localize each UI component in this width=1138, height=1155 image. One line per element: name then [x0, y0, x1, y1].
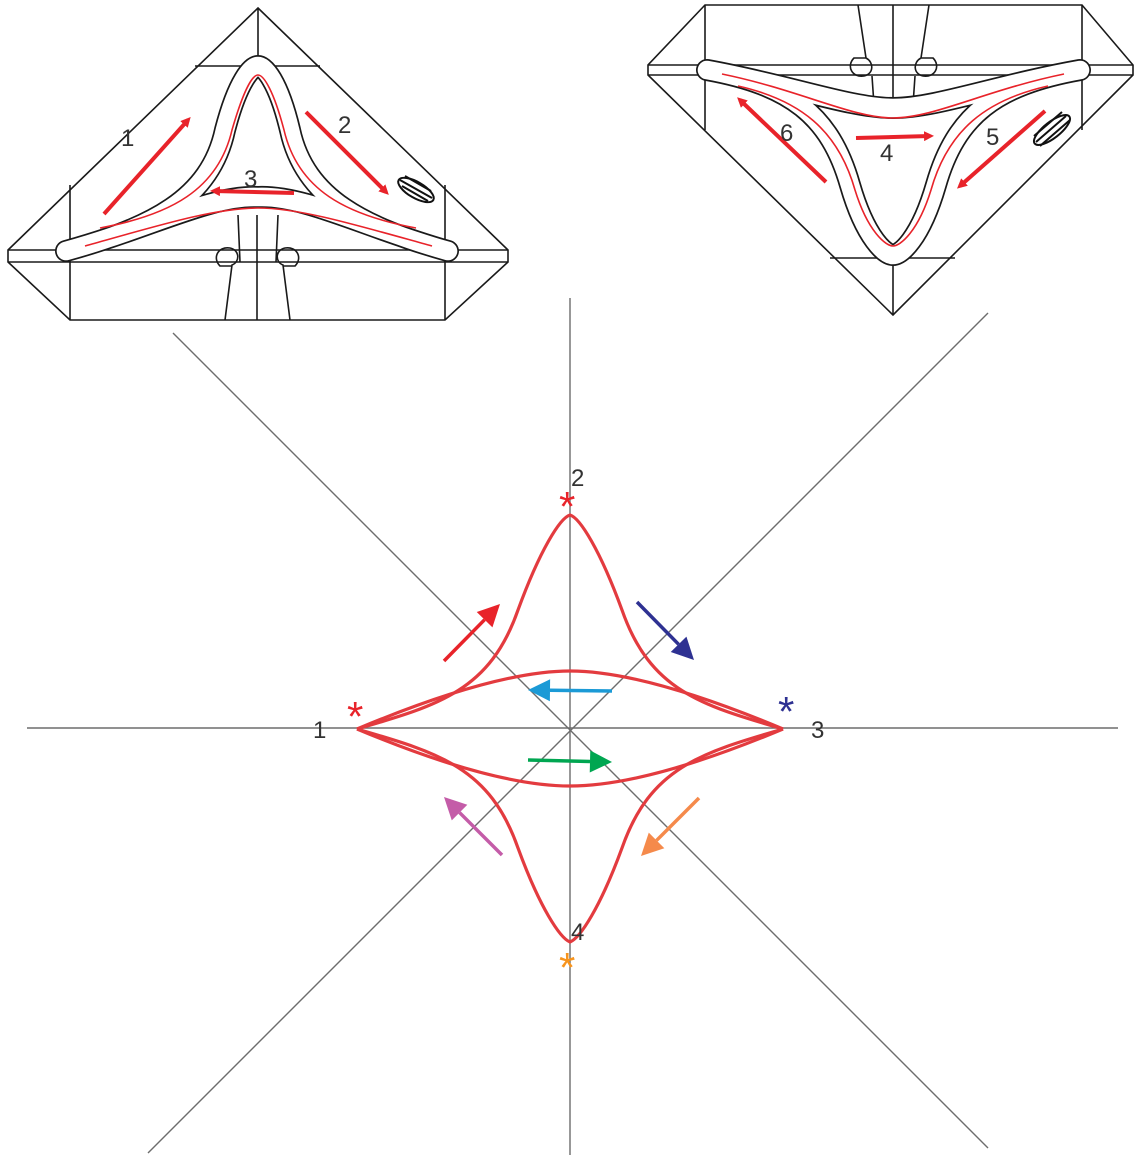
step-arrow	[210, 186, 295, 197]
star-marker-4: *	[559, 944, 575, 991]
template-right-puzzle-notch	[849, 4, 938, 106]
template-left-stitch-line	[84, 207, 433, 247]
arrow-up-right-shaft	[442, 618, 486, 663]
arrow-up-right-head	[476, 604, 500, 628]
arrow-right-lower-head	[589, 750, 612, 773]
step-label: 3	[244, 166, 257, 193]
main-diagram	[27, 298, 1118, 1155]
template-left-stitch-line	[99, 74, 417, 229]
curve-upper-arc	[356, 669, 784, 731]
arrow-up-left-shaft	[458, 811, 504, 857]
arrow-up-left-head	[444, 797, 468, 821]
point-label: 1	[313, 717, 326, 744]
template-right-rail-inner	[697, 60, 1090, 265]
step-label: 2	[338, 112, 351, 139]
template-right-stitch-line	[721, 73, 1065, 119]
arrow-down-right-shaft	[635, 600, 680, 646]
direction-arrows	[442, 600, 701, 857]
step-arrow	[855, 131, 934, 142]
template-left-logo	[397, 175, 435, 204]
star-marker-1: *	[347, 693, 363, 740]
step-label: 1	[121, 125, 134, 152]
step-arrow	[102, 117, 191, 216]
template-left-puzzle-notch	[215, 214, 300, 321]
point-label: 2	[571, 465, 584, 492]
template-right: 4 5 6	[647, 4, 1134, 317]
diagonal-axis	[172, 332, 989, 1149]
curve-lower-arc	[356, 727, 784, 788]
step-arrow	[737, 97, 828, 184]
template-right-logo	[1032, 111, 1072, 147]
diagonal-axis	[147, 312, 989, 1154]
star-marker-2: *	[559, 483, 575, 530]
arrow-down-left-shaft	[655, 796, 701, 842]
template-left: 1 2 3	[7, 6, 509, 321]
step-label: 6	[780, 120, 793, 147]
curve-lower-peak	[356, 727, 784, 944]
step-arrow	[957, 109, 1047, 189]
step-arrow	[304, 110, 389, 195]
arrow-left-upper-head	[528, 679, 551, 702]
template-right-stitch-line	[737, 85, 1049, 247]
star-marker-3: *	[778, 688, 794, 735]
arrow-left-upper-shaft	[549, 688, 613, 693]
arrow-right-lower-shaft	[527, 758, 591, 764]
point-label: 4	[571, 919, 584, 946]
step-label: 5	[986, 124, 999, 151]
arrow-down-left-head	[641, 832, 665, 856]
curve-upper-peak	[356, 513, 784, 731]
step-label: 4	[880, 140, 893, 167]
arrow-down-right-head	[670, 636, 694, 660]
point-label: 3	[811, 717, 824, 744]
